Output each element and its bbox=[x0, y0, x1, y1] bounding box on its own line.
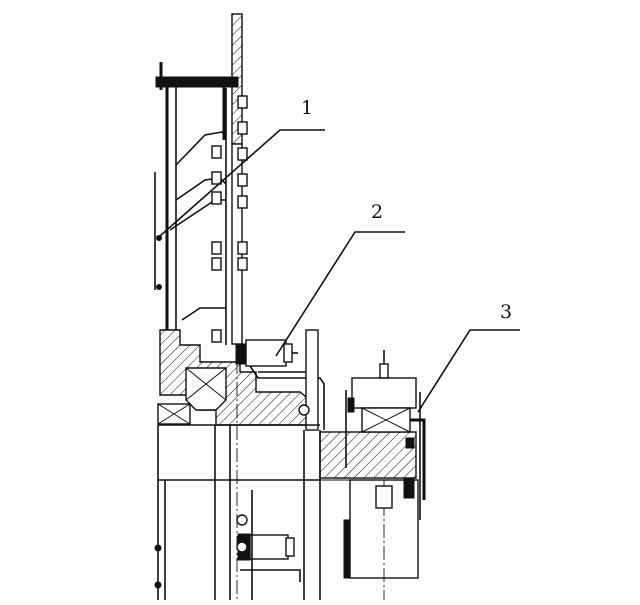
base-hub bbox=[157, 329, 319, 431]
plate-bolts bbox=[211, 95, 248, 343]
top-frame bbox=[155, 62, 239, 330]
callout-1: 1 bbox=[301, 97, 313, 119]
component-3-gearbox bbox=[343, 350, 426, 600]
leader-lines bbox=[159, 129, 520, 413]
callout-3: 3 bbox=[500, 301, 512, 323]
connecting-shaft bbox=[314, 431, 417, 481]
callout-2: 2 bbox=[371, 201, 383, 223]
lower-actuator bbox=[154, 490, 301, 600]
component-2-actuator bbox=[235, 339, 325, 430]
